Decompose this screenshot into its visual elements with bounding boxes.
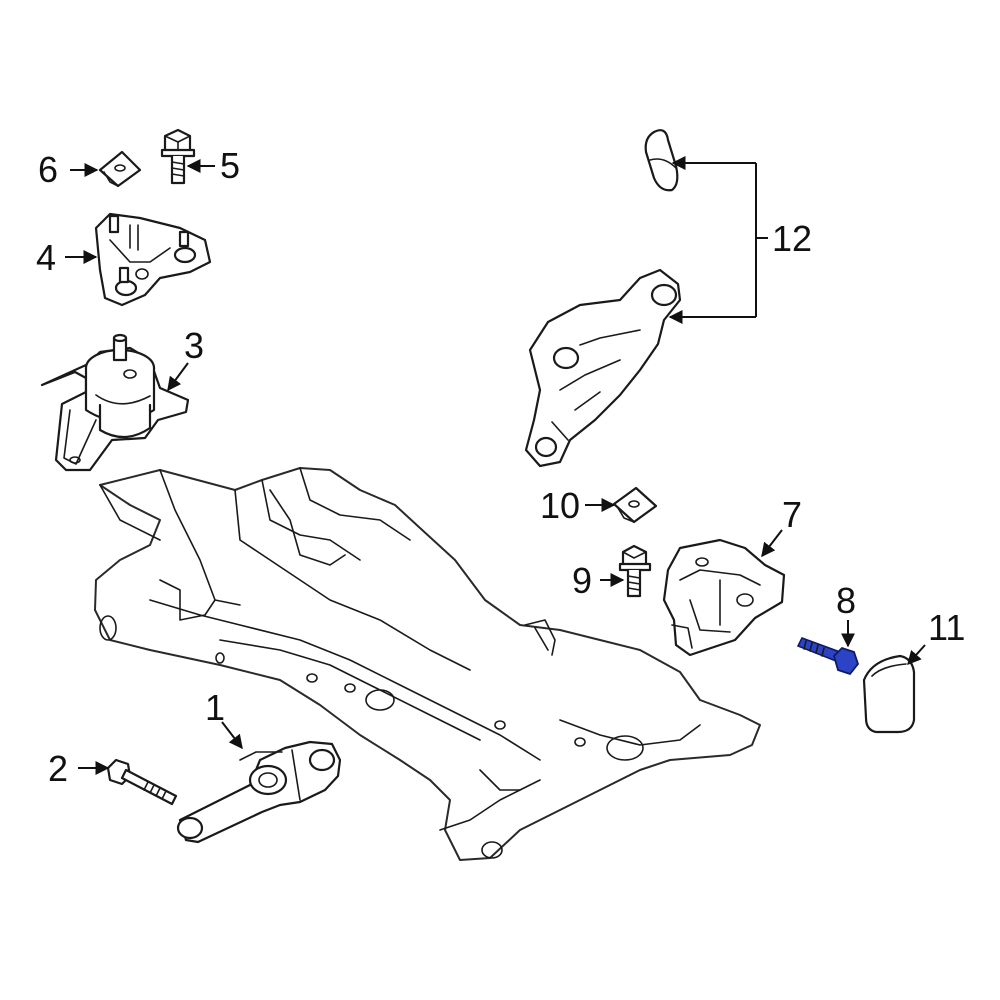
part-2-bolt	[106, 758, 178, 806]
part-5-bolt	[160, 128, 196, 185]
part-9-bolt	[618, 544, 652, 598]
callout-10: 10	[540, 485, 580, 526]
callout-8: 8	[836, 580, 856, 621]
part-11-cap	[862, 654, 916, 734]
part-12-mount-bracket	[524, 268, 682, 468]
part-7-transmission-mount	[662, 538, 786, 657]
part-8-bolt-highlighted	[796, 637, 860, 676]
callout-1: 1	[205, 687, 225, 728]
callout-3: 3	[184, 325, 204, 366]
callout-arrows	[65, 156, 926, 775]
part-4-bracket	[94, 212, 212, 307]
subframe-crossmember	[94, 467, 761, 861]
callout-9: 9	[572, 560, 592, 601]
part-12-clip	[644, 129, 679, 192]
callout-6: 6	[38, 149, 58, 190]
callout-4: 4	[36, 237, 56, 278]
callout-5: 5	[220, 145, 240, 186]
part-1-torque-rod	[176, 740, 342, 844]
part-10-clip-nut	[612, 486, 658, 524]
part-3-engine-mount	[40, 333, 190, 472]
callout-7: 7	[782, 494, 802, 535]
callout-12: 12	[772, 218, 812, 259]
part-6-clip-nut	[98, 150, 142, 188]
callout-2: 2	[48, 748, 68, 789]
callout-11: 11	[928, 607, 965, 648]
